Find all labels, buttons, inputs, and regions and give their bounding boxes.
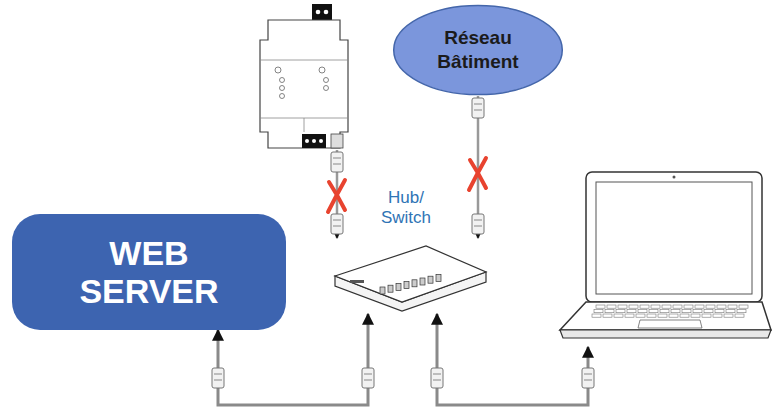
rj45-plug — [582, 368, 594, 388]
ethernet-port — [331, 134, 343, 148]
top-terminal — [312, 4, 332, 20]
rj45-plug — [431, 368, 443, 388]
rj45-plug — [472, 214, 484, 234]
bottom-terminal — [302, 134, 326, 148]
laptop — [560, 172, 771, 338]
red-cross — [469, 158, 486, 190]
rj45-plug — [362, 368, 374, 388]
rj45-plug — [212, 368, 224, 388]
din-module — [260, 4, 348, 148]
switch-device: Hub/ Switch — [330, 240, 490, 312]
server-label: WEB SERVER — [64, 234, 234, 310]
ellipse-outline — [392, 4, 564, 96]
network-ellipse: Réseau Bâtiment — [392, 4, 564, 96]
network-label: Réseau Bâtiment — [422, 26, 534, 74]
rj45-plug — [472, 98, 484, 118]
rj45-plug — [331, 214, 343, 234]
switch-illustration — [330, 240, 490, 312]
switch-label: Hub/ Switch — [374, 188, 438, 229]
keyboard — [592, 305, 748, 317]
rj45-plug — [331, 152, 343, 172]
red-cross — [328, 180, 345, 212]
server-box: WEB SERVER — [12, 214, 286, 330]
